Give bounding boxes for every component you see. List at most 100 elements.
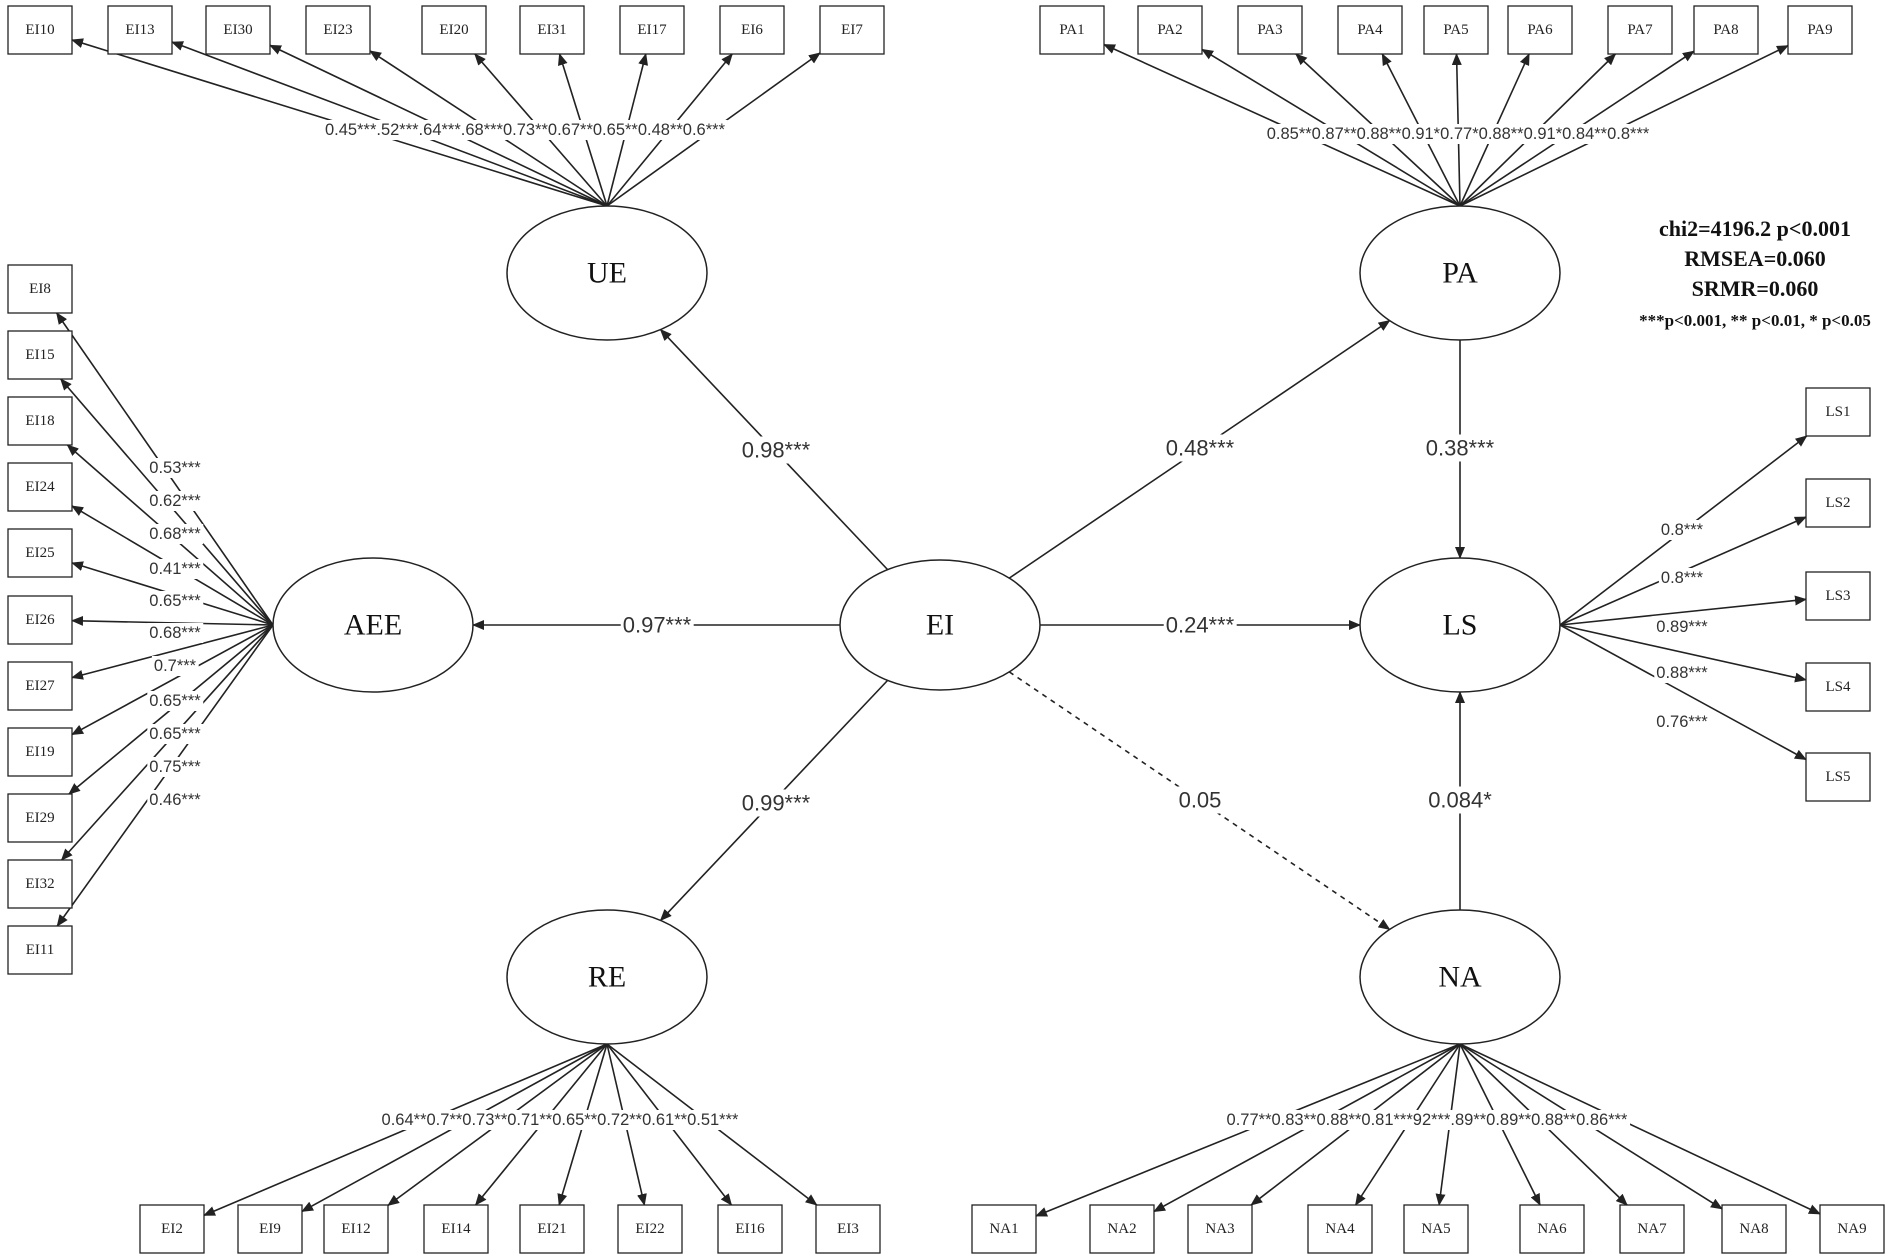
indicator-label: EI14 — [441, 1221, 471, 1237]
indicator-label: LS3 — [1825, 588, 1850, 604]
indicator-box — [7, 859, 73, 909]
loading-aee-ei27-group: 0.7*** — [151, 656, 199, 676]
loadings-ue-group: 0.45***.52***.64***.68***0.73**0.67**0.6… — [322, 120, 728, 140]
indicator-ei21: EI21 — [519, 1204, 585, 1254]
loading-aee-ei26-group: 0.68*** — [147, 623, 204, 643]
indicator-label: EI22 — [635, 1221, 664, 1237]
indicator-pa1: PA1 — [1039, 5, 1105, 55]
indicator-ei24: EI24 — [7, 462, 73, 512]
indicator-box — [107, 5, 173, 55]
latent-na: NA — [1359, 909, 1561, 1045]
indicator-na1: NA1 — [971, 1204, 1037, 1254]
indicator-ei25: EI25 — [7, 528, 73, 578]
coef-ei-na-bg — [1176, 786, 1224, 814]
indicator-ei2: EI2 — [139, 1204, 205, 1254]
coef-ei-ue-group: 0.98*** — [739, 436, 813, 464]
loading-aee-ei24: 0.41*** — [149, 560, 201, 578]
indicator-label: EI15 — [25, 347, 54, 363]
indicator-ei12: EI12 — [323, 1204, 389, 1254]
loading-edge-ls-ls4 — [1559, 624, 1807, 683]
loading-aee-ei26-bg — [147, 623, 204, 643]
latent-na-label: NA — [1438, 961, 1482, 994]
indicator-pa2: PA2 — [1137, 5, 1203, 55]
indicator-ei13: EI13 — [107, 5, 173, 55]
indicator-pa4: PA4 — [1337, 5, 1403, 55]
indicator-ls5: LS5 — [1805, 752, 1871, 802]
indicator-label: EI19 — [25, 744, 54, 760]
indicator-ls1: LS1 — [1805, 387, 1871, 437]
indicator-label: LS1 — [1825, 404, 1850, 420]
coef-ei-aee-bg — [620, 611, 694, 639]
indicator-box — [1519, 1204, 1585, 1254]
latent-na-shape — [1359, 909, 1561, 1045]
loadings-re: 0.64**0.7**0.73**0.71**0.65**0.72**0.61*… — [382, 1111, 739, 1129]
indicator-box — [1819, 1204, 1885, 1254]
coef-ei-ls-bg — [1163, 611, 1237, 639]
loadings-ue: 0.45***.52***.64***.68***0.73**0.67**0.6… — [325, 121, 726, 139]
indicator-label: EI12 — [341, 1221, 370, 1237]
indicator-box — [1039, 5, 1105, 55]
indicator-box — [1805, 662, 1871, 712]
indicator-label: NA2 — [1107, 1221, 1136, 1237]
loadings-na-group: 0.77**0.83**0.88**0.81***92***.89**0.89*… — [1224, 1110, 1631, 1130]
indicator-box — [719, 5, 785, 55]
edge-labels-layer: 0.45***.52***.64***.68***0.73**0.67**0.6… — [147, 120, 1711, 1130]
indicator-label: PA9 — [1807, 22, 1832, 38]
indicator-label: NA8 — [1739, 1221, 1768, 1237]
indicator-na2: NA2 — [1089, 1204, 1155, 1254]
fit-chi2: chi2=4196.2 p<0.001 — [1659, 216, 1851, 241]
indicator-label: EI21 — [537, 1221, 566, 1237]
indicator-box — [7, 264, 73, 314]
loading-aee-ei18-group: 0.68*** — [147, 524, 204, 544]
loading-edge-na-na9 — [1459, 1043, 1821, 1215]
indicator-label: EI23 — [323, 22, 352, 38]
indicator-ei7: EI7 — [819, 5, 885, 55]
indicator-label: EI30 — [223, 22, 252, 38]
indicator-box — [717, 1204, 783, 1254]
latent-ue-label: UE — [587, 257, 627, 290]
indicator-box — [1187, 1204, 1253, 1254]
indicator-pa9: PA9 — [1787, 5, 1853, 55]
indicator-label: EI17 — [637, 22, 667, 38]
loading-ls-ls5-bg — [1654, 712, 1711, 732]
indicator-box — [1619, 1204, 1685, 1254]
loading-aee-ei25-bg — [147, 591, 204, 611]
indicator-box — [519, 1204, 585, 1254]
indicator-label: EI24 — [25, 479, 55, 495]
indicator-box — [1805, 387, 1871, 437]
indicator-box — [1137, 5, 1203, 55]
loadings-re-group: 0.64**0.7**0.73**0.71**0.65**0.72**0.61*… — [379, 1110, 742, 1130]
coef-ei-na: 0.05 — [1179, 788, 1222, 813]
loading-aee-ei29-group: 0.65*** — [147, 724, 204, 744]
loading-ls-ls1-group: 0.8*** — [1658, 520, 1706, 540]
indicator-box — [1307, 1204, 1373, 1254]
indicator-label: PA5 — [1443, 22, 1468, 38]
indicator-label: EI7 — [841, 22, 863, 38]
indicator-na8: NA8 — [1721, 1204, 1787, 1254]
indicator-ei23: EI23 — [305, 5, 371, 55]
indicator-ei27: EI27 — [7, 661, 73, 711]
indicator-box — [519, 5, 585, 55]
loading-aee-ei11-bg — [147, 790, 204, 810]
coef-ei-re-bg — [739, 789, 813, 817]
coef-ei-ls-group: 0.24*** — [1163, 611, 1237, 639]
loading-ls-ls1-bg — [1658, 520, 1706, 540]
indicator-na9: NA9 — [1819, 1204, 1885, 1254]
coef-ei-na-group: 0.05 — [1176, 786, 1224, 814]
loading-aee-ei26: 0.68*** — [149, 624, 201, 642]
indicator-box — [7, 793, 73, 843]
indicator-pa5: PA5 — [1423, 5, 1489, 55]
latent-ei: EI — [839, 559, 1041, 691]
indicator-box — [1237, 5, 1303, 55]
indicator-ei10: EI10 — [7, 5, 73, 55]
latent-pa-shape — [1359, 205, 1561, 341]
loading-ls-ls5-group: 0.76*** — [1654, 712, 1711, 732]
loading-aee-ei11-group: 0.46*** — [147, 790, 204, 810]
loading-aee-ei25-group: 0.65*** — [147, 591, 204, 611]
indicator-box — [1787, 5, 1853, 55]
loadings-na-bg — [1224, 1110, 1631, 1130]
indicator-box — [1805, 478, 1871, 528]
indicator-ls2: LS2 — [1805, 478, 1871, 528]
loading-ls-ls2: 0.8*** — [1661, 569, 1704, 587]
